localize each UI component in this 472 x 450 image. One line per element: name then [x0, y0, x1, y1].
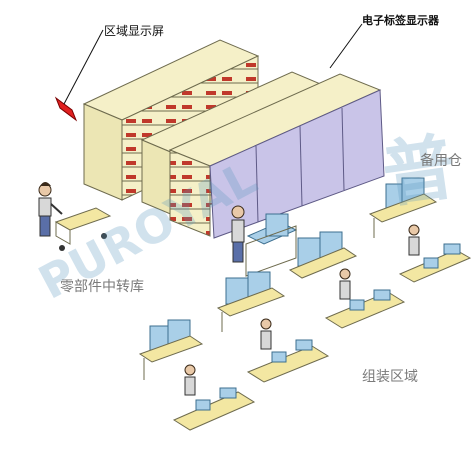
electronic-label-display-label: 电子标签显示器 [362, 14, 439, 27]
assembly-zone-label: 组装区域 [362, 369, 418, 385]
spare-zone-label: 备用仓 [420, 153, 462, 169]
cart-boxes-top-right [368, 177, 438, 238]
assembly-table-1 [324, 268, 406, 329]
area-display-sign [54, 29, 104, 122]
shelf-rack-front [168, 73, 385, 239]
area-display-label: 区域显示屏 [104, 24, 165, 38]
cart-boxes-mid-left [216, 271, 286, 332]
label-pointer-line [329, 23, 363, 69]
cart-boxes-lower-left [138, 319, 204, 380]
assembly-table-2 [398, 224, 472, 283]
cart-boxes-center-right [288, 231, 358, 279]
assembly-table-3 [246, 318, 330, 383]
parts-transfer-zone-label: 零部件中转库 [60, 279, 144, 295]
worker-with-cart-left [38, 182, 112, 251]
assembly-table-4 [172, 364, 256, 431]
worker-cart-center [231, 205, 298, 277]
